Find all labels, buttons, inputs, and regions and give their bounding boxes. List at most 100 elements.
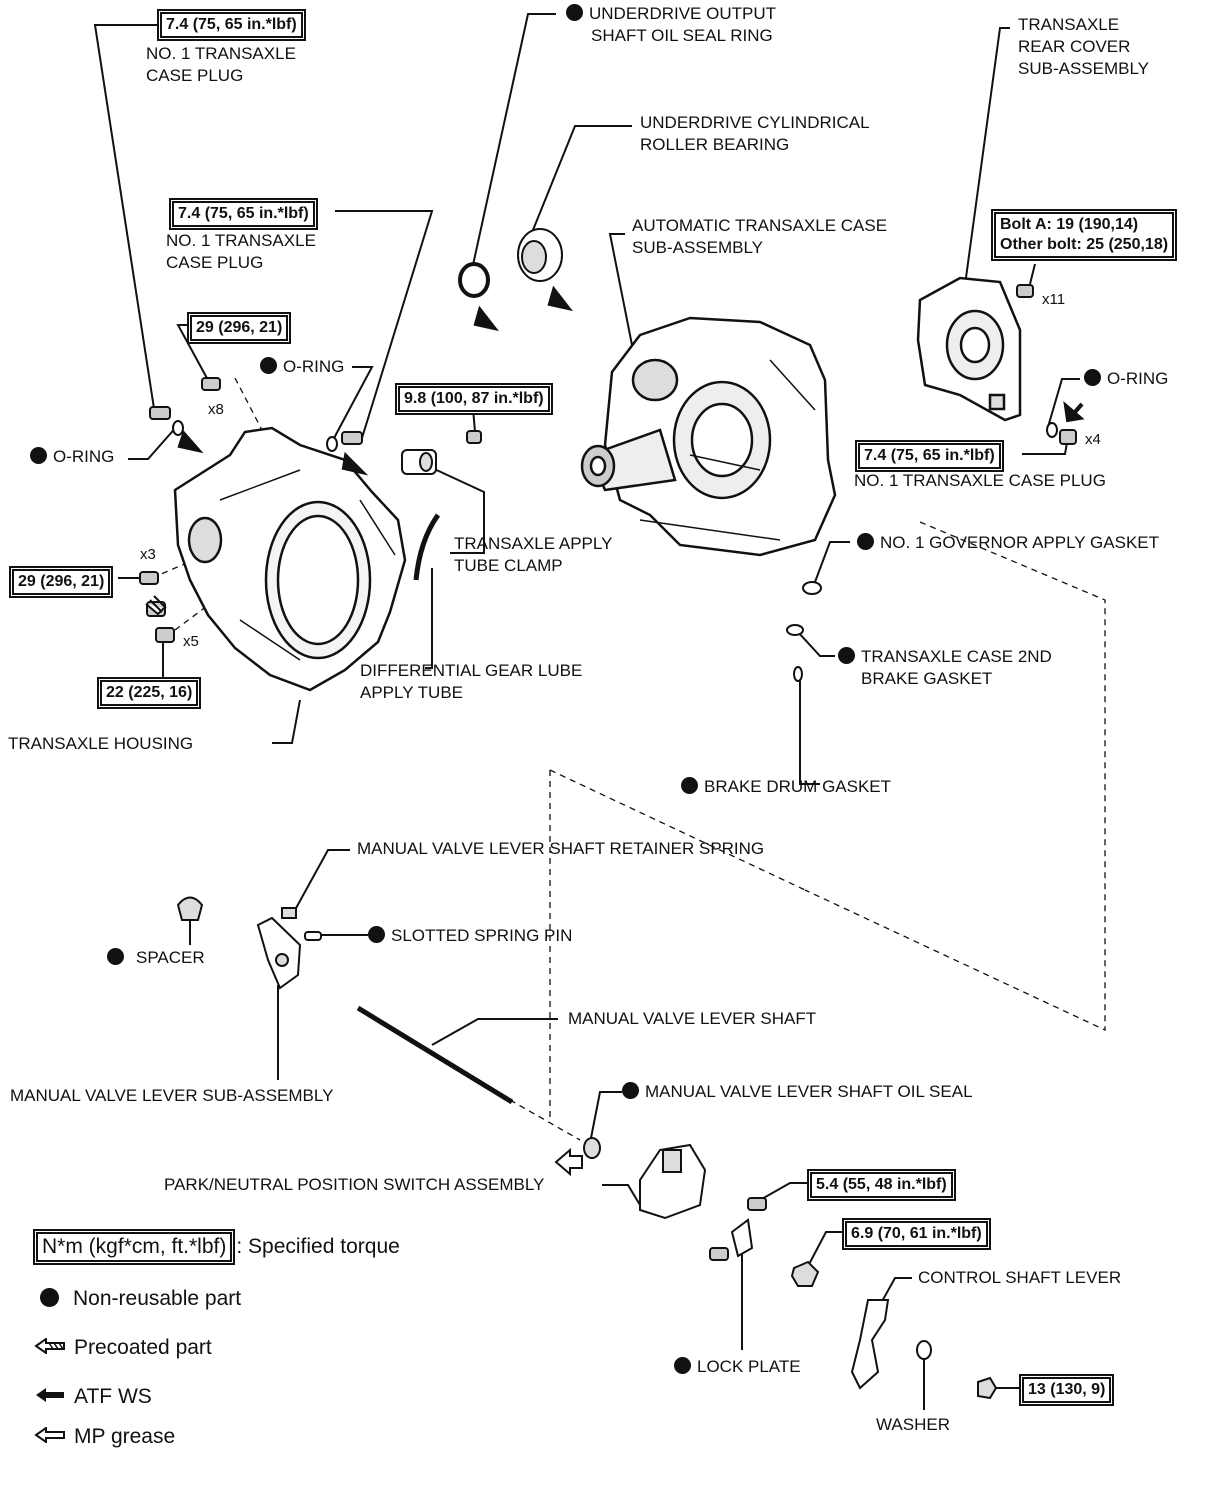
control-nut-shape (977, 1376, 998, 1400)
torque-plug-top-left: 7.4 (75, 65 in.*lbf) (160, 12, 303, 38)
non-reusable-mark (681, 777, 698, 794)
label-lock-plate: LOCK PLATE (674, 1356, 801, 1378)
washer-shape (916, 1340, 932, 1360)
legend-torque-text: : Specified torque (236, 1235, 400, 1258)
qty-x3: x3 (140, 546, 156, 563)
leader-brake-drum (799, 680, 820, 785)
torque-other-bolt: Other bolt: 25 (250,18) (1000, 236, 1169, 253)
leader-housing (272, 699, 301, 744)
qty-x4: x4 (1085, 431, 1101, 448)
leader-shaft-seal (590, 1091, 622, 1139)
oring-right-shape (1046, 422, 1058, 438)
shaft-oil-seal-shape (583, 1137, 601, 1159)
lock-plate-shape (730, 1218, 754, 1258)
leader-plug-top-left (93, 24, 160, 416)
label-plug-right: NO. 1 TRANSAXLE CASE PLUG (854, 471, 1106, 490)
governor-gasket-shape (802, 581, 822, 595)
non-reusable-mark (838, 647, 855, 664)
retainer-spring-shape (281, 907, 297, 919)
solid-arrow-icon (34, 1384, 66, 1410)
lever-nut-shape (790, 1260, 820, 1287)
oring-mid-shape (326, 436, 338, 452)
precoated-arrow-mark (145, 595, 167, 616)
label-control-lever: CONTROL SHAFT LEVER (918, 1268, 1122, 1287)
mp-grease-arrow-mark (554, 1147, 583, 1177)
leader-plug-mid-left (335, 210, 434, 439)
leader-rear-cover (964, 27, 1010, 286)
lever-shaft-shape (356, 1005, 514, 1105)
leader-oring-mid (332, 366, 374, 441)
non-reusable-mark (857, 533, 874, 550)
legend-mp-grease: MP grease (34, 1424, 175, 1450)
leader-tube-clamp (429, 466, 485, 554)
label-washer: WASHER (876, 1415, 950, 1434)
torque-bolt-a: Bolt A: 19 (190,14) (1000, 216, 1139, 233)
torque-plug-mid-left: 7.4 (75, 65 in.*lbf) (172, 201, 315, 227)
non-reusable-mark (368, 926, 385, 943)
label-pn-switch: PARK/NEUTRAL POSITION SWITCH ASSEMBLY (164, 1175, 545, 1194)
hatched-arrow-icon (34, 1335, 66, 1361)
phantom-line-housing-case (234, 377, 263, 431)
atf-arrow-marks (177, 285, 1085, 476)
transaxle-case-shape (580, 316, 837, 557)
leader-retainer (294, 849, 350, 911)
pn-switch-shape (639, 1143, 707, 1220)
label-oring-mid: O-RING (260, 356, 344, 378)
filled-circle-icon (40, 1288, 59, 1307)
torque-rear-cover-bolts: Bolt A: 19 (190,14) Other bolt: 25 (250,… (994, 212, 1175, 258)
torque-housing-bolt-x5: 22 (225, 16) (100, 680, 199, 706)
legend-precoated: Precoated part (34, 1335, 212, 1361)
non-reusable-mark (622, 1082, 639, 1099)
leader-governor (814, 541, 850, 583)
label-shaft-oil-seal: MANUAL VALVE LEVER SHAFT OIL SEAL (622, 1081, 973, 1103)
non-reusable-mark (566, 4, 583, 21)
label-oring-left: O-RING (30, 446, 114, 468)
label-oring-right: O-RING (1084, 368, 1168, 390)
leader-oring-right (1047, 378, 1080, 428)
leader-roller-bearing (532, 125, 632, 231)
label-spacer: SPACER (107, 947, 205, 969)
non-reusable-mark (107, 948, 124, 965)
leader-at-case (608, 233, 633, 346)
torque-clamp-bolt: 9.8 (100, 87 in.*lbf) (398, 386, 550, 412)
roller-bearing-shape (517, 228, 563, 282)
torque-housing-bolt-x3: 29 (296, 21) (12, 569, 111, 595)
torque-pn-switch-bolt: 5.4 (55, 48 in.*lbf) (810, 1172, 953, 1198)
label-lever-sub: MANUAL VALVE LEVER SUB-ASSEMBLY (10, 1086, 334, 1105)
non-reusable-mark (260, 357, 277, 374)
label-lever-shaft: MANUAL VALVE LEVER SHAFT (568, 1009, 817, 1028)
oil-seal-ring-shape (458, 262, 490, 298)
leader-oring-left (128, 424, 179, 460)
qty-x5: x5 (183, 633, 199, 650)
spring-pin-shape (304, 931, 322, 941)
manual-valve-lever-shape (256, 916, 302, 990)
spacer-shape (176, 896, 204, 921)
oring-left-shape (172, 420, 184, 436)
leader-pn-switch (602, 1184, 641, 1206)
label-2nd-brake-gasket: TRANSAXLE CASE 2ND BRAKE GASKET (838, 646, 1052, 690)
leader-clamp-bolt (472, 407, 476, 433)
label-governor-gasket: NO. 1 GOVERNOR APPLY GASKET (857, 532, 1159, 554)
torque-lever-nut: 6.9 (70, 61 in.*lbf) (845, 1221, 988, 1247)
label-brake-drum-gasket: BRAKE DRUM GASKET (681, 776, 891, 798)
leader-lever-nut (805, 1231, 842, 1271)
rear-cover-shape (916, 276, 1022, 422)
phantom-line-bolt-x5 (174, 599, 216, 631)
qty-x8: x8 (208, 401, 224, 418)
qty-x11: x11 (1042, 291, 1066, 308)
label-retainer-spring: MANUAL VALVE LEVER SHAFT RETAINER SPRING (357, 839, 765, 858)
leader-oil-seal-ring (472, 13, 556, 266)
label-housing: TRANSAXLE HOUSING (8, 734, 194, 753)
legend-torque-box: N*m (kgf*cm, ft.*lbf) (36, 1232, 233, 1262)
control-shaft-lever-shape (850, 1299, 890, 1390)
leader-cover-bolts (1029, 263, 1036, 285)
non-reusable-mark (30, 447, 47, 464)
leader-pn-bolt (759, 1182, 808, 1201)
legend-atf: ATF WS (34, 1384, 152, 1410)
